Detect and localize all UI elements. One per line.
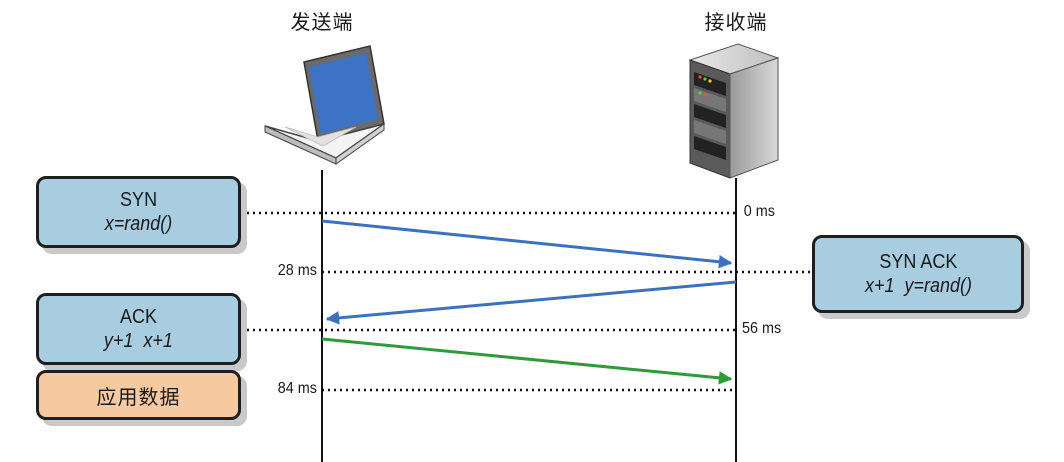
syn-arrow [321,219,733,269]
ack-box: ACK y+1 x+1 [36,293,241,365]
laptop-icon [264,45,385,165]
sender-title: 发送端 [290,10,354,34]
synack-box: SYN ACK x+1 y=rand() [812,235,1024,313]
server-icon [688,43,780,179]
timestamp-0ms: 0 ms [743,203,775,220]
ack-label: ACK [119,306,158,328]
ack-seq-label: y+1 x+1 [103,330,174,352]
timestamp-56ms: 56 ms [742,320,782,337]
syn-box: SYN x=rand() [36,176,241,248]
app-data-box: 应用数据 [36,370,241,420]
app-data-label: 应用数据 [96,384,181,409]
receiver-title: 接收端 [704,10,768,34]
timestamp-28ms: 28 ms [277,262,317,279]
synack-seq-label: x+1 y=rand() [864,275,972,297]
syn-seq-label: x=rand() [104,213,173,235]
timestamp-84ms: 84 ms [277,380,317,397]
synack-arrow [325,280,737,325]
ack-arrow [321,337,733,385]
synack-label: SYN ACK [878,251,958,273]
syn-label: SYN [119,189,158,211]
